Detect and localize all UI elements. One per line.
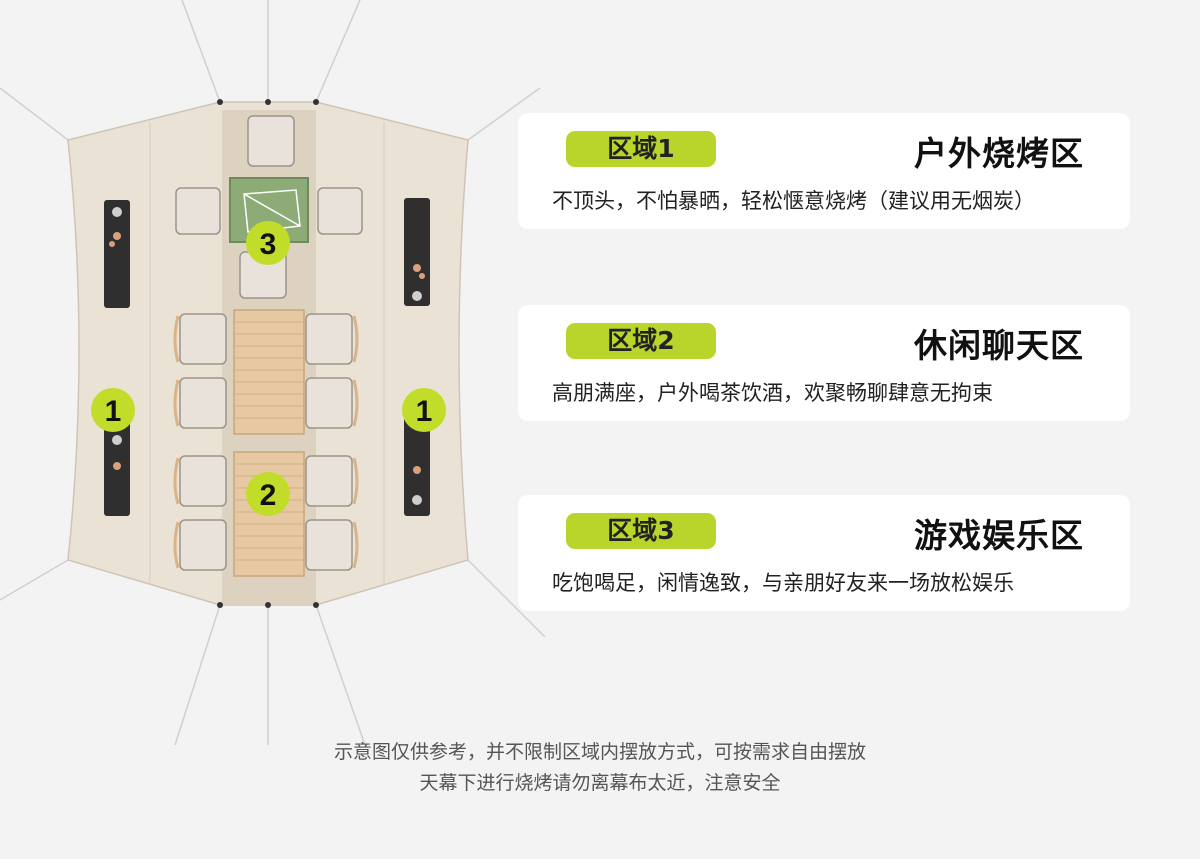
grill-burners [112, 207, 422, 505]
svg-text:2: 2 [260, 479, 277, 512]
tent-floor-plan: 3 2 1 1 [0, 0, 546, 746]
zone-marker-1-right: 1 [402, 388, 446, 432]
zone-tag: 区域2 [566, 323, 716, 359]
zone-title: 休闲聊天区 [914, 326, 1084, 365]
game-mat-lines [243, 189, 301, 233]
zone-title: 户外烧烤区 [914, 134, 1084, 173]
game-area-chairs [175, 115, 363, 299]
footnote-line-2: 天幕下进行烧烤请勿离幕布太近，注意安全 [419, 772, 781, 794]
zone-marker-2: 2 [246, 472, 290, 516]
guy-ropes [0, 0, 546, 746]
zone-title: 游戏娱乐区 [914, 516, 1084, 555]
zone-card-3: 区域3 游戏娱乐区 吃饱喝足，闲情逸致，与亲朋好友来一场放松娱乐 [518, 495, 1130, 611]
zone-tag: 区域3 [566, 513, 716, 549]
zone-card-1: 区域1 户外烧烤区 不顶头，不怕暴晒，轻松惬意烧烤（建议用无烟炭） [518, 113, 1130, 229]
grill-food [109, 232, 425, 474]
svg-text:1: 1 [105, 395, 122, 428]
chair-armrests [173, 315, 359, 569]
zone-card-2: 区域2 休闲聊天区 高朋满座，户外喝茶饮酒，欢聚畅聊肆意无拘束 [518, 305, 1130, 421]
canopy-seams [149, 122, 385, 585]
zone-tag: 区域1 [566, 131, 716, 167]
zone-description: 吃饱喝足，闲情逸致，与亲朋好友来一场放松娱乐 [552, 571, 1014, 595]
lounge-chairs [179, 313, 353, 571]
tent-poles [217, 99, 319, 608]
zone-marker-3: 3 [246, 221, 290, 265]
footnote-line-1: 示意图仅供参考，并不限制区域内摆放方式，可按需求自由摆放 [333, 741, 866, 763]
zone-description: 高朋满座，户外喝茶饮酒，欢聚畅聊肆意无拘束 [552, 381, 993, 405]
zone-marker-1-left: 1 [91, 388, 135, 432]
svg-text:1: 1 [416, 395, 433, 428]
zone-description: 不顶头，不怕暴晒，轻松惬意烧烤（建议用无烟炭） [552, 189, 1035, 213]
svg-text:3: 3 [260, 228, 277, 261]
